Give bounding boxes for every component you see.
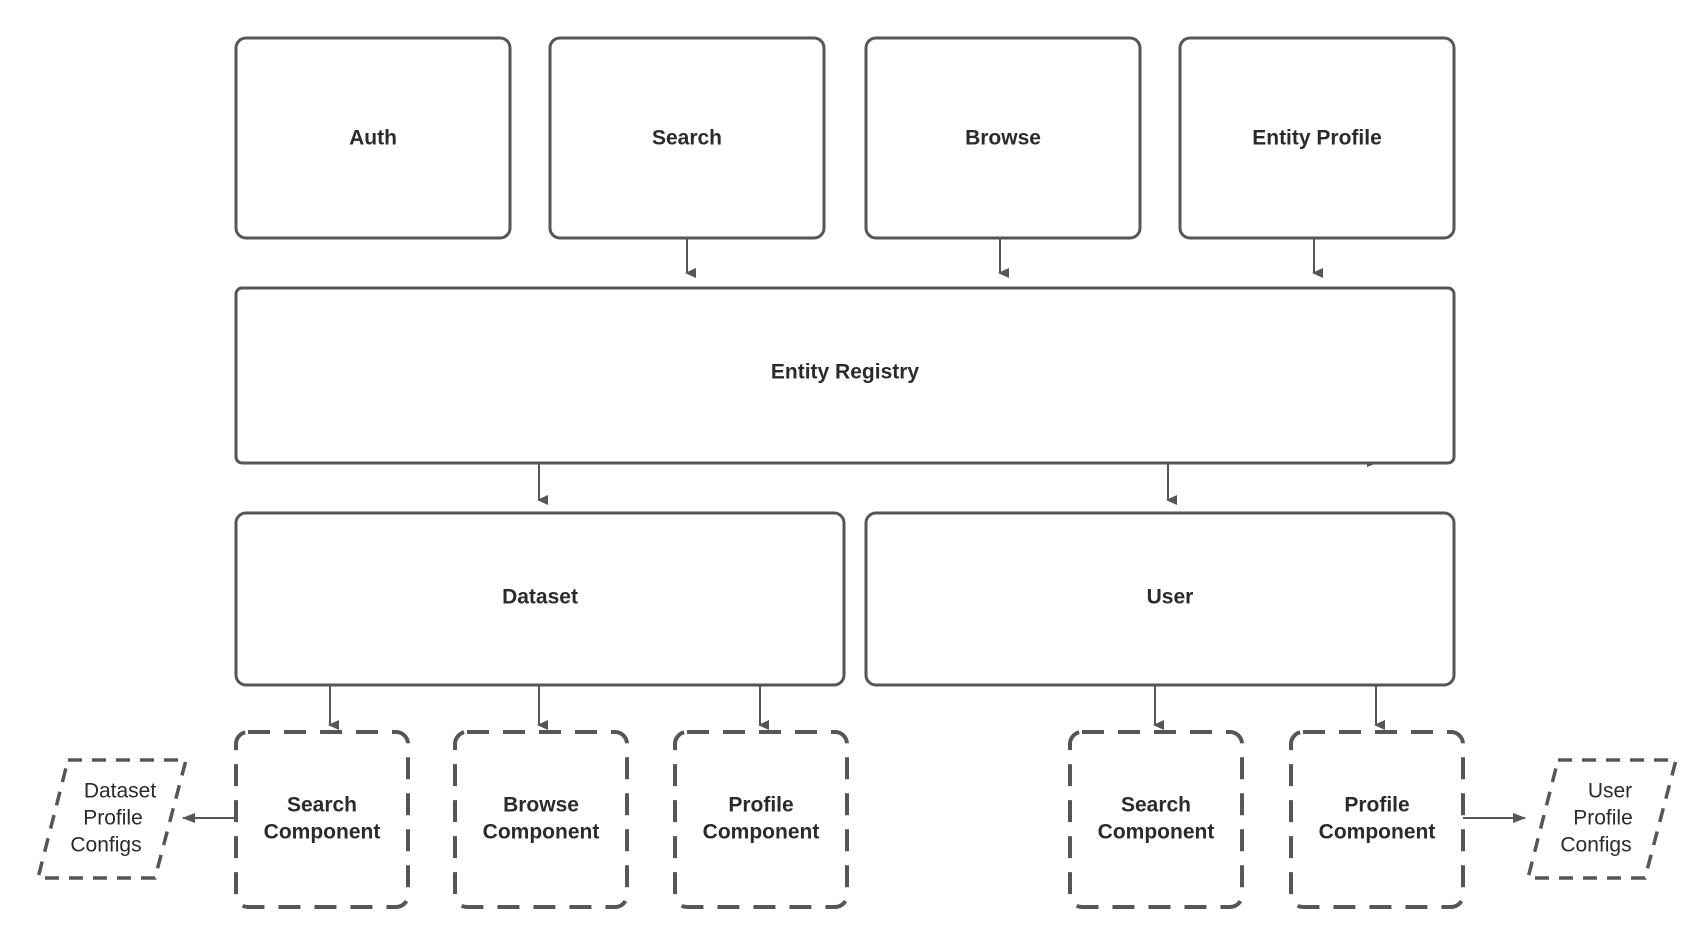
node-entity-registry[interactable]: Entity Registry bbox=[234, 286, 1456, 465]
user-profile-configs-shape[interactable] bbox=[1525, 758, 1679, 880]
dataset-label: Dataset bbox=[502, 586, 578, 609]
entity-registry-box[interactable] bbox=[234, 286, 1456, 465]
entity-profile-box[interactable] bbox=[1178, 36, 1456, 240]
browse-label: Browse bbox=[965, 127, 1041, 150]
user-profile-configs-label-line3: Configs bbox=[1560, 834, 1631, 857]
auth-box[interactable] bbox=[234, 36, 512, 240]
dataset-search-component-label-line1: Search bbox=[287, 794, 357, 817]
auth-label: Auth bbox=[349, 127, 397, 150]
node-dataset-search-component[interactable]: Search Component bbox=[234, 730, 410, 909]
user-profile-component-label-line2: Component bbox=[1319, 821, 1436, 844]
entity-profile-label: Entity Profile bbox=[1252, 127, 1382, 150]
dataset-profile-component-box[interactable] bbox=[673, 730, 849, 909]
user-profile-component-label-line1: Profile bbox=[1344, 794, 1409, 817]
search-label: Search bbox=[652, 127, 722, 150]
user-search-component-box[interactable] bbox=[1068, 730, 1244, 909]
node-dataset-browse-component[interactable]: Browse Component bbox=[453, 730, 629, 909]
node-entity-profile[interactable]: Entity Profile bbox=[1178, 36, 1456, 240]
node-user-search-component[interactable]: Search Component bbox=[1068, 730, 1244, 909]
dataset-profile-configs-label-line3: Configs bbox=[70, 834, 141, 857]
dataset-profile-configs-label-line1: Dataset bbox=[84, 780, 157, 803]
node-dataset[interactable]: Dataset bbox=[234, 511, 846, 687]
user-search-component-label-line1: Search bbox=[1121, 794, 1191, 817]
node-dataset-profile-configs[interactable]: Dataset Profile Configs bbox=[35, 758, 189, 880]
dataset-profile-configs-shape[interactable] bbox=[35, 758, 189, 880]
dataset-browse-component-box[interactable] bbox=[453, 730, 629, 909]
dataset-profile-component-label-line1: Profile bbox=[728, 794, 793, 817]
search-box[interactable] bbox=[548, 36, 826, 240]
node-user-profile-configs[interactable]: User Profile Configs bbox=[1525, 758, 1679, 880]
node-user-profile-component[interactable]: Profile Component bbox=[1289, 730, 1465, 909]
entity-registry-label: Entity Registry bbox=[771, 361, 920, 384]
dataset-profile-component-label-line2: Component bbox=[703, 821, 820, 844]
dataset-browse-component-label-line1: Browse bbox=[503, 794, 579, 817]
node-auth[interactable]: Auth bbox=[234, 36, 512, 240]
user-box[interactable] bbox=[864, 511, 1456, 687]
dataset-search-component-box[interactable] bbox=[234, 730, 410, 909]
dataset-box[interactable] bbox=[234, 511, 846, 687]
browse-box[interactable] bbox=[864, 36, 1142, 240]
user-search-component-label-line2: Component bbox=[1098, 821, 1215, 844]
node-browse[interactable]: Browse bbox=[864, 36, 1142, 240]
node-dataset-profile-component[interactable]: Profile Component bbox=[673, 730, 849, 909]
user-profile-configs-label-line2: Profile bbox=[1573, 807, 1633, 830]
node-search[interactable]: Search bbox=[548, 36, 826, 240]
user-profile-component-box[interactable] bbox=[1289, 730, 1465, 909]
user-label: User bbox=[1147, 586, 1194, 609]
dataset-profile-configs-label-line2: Profile bbox=[83, 807, 143, 830]
node-user[interactable]: User bbox=[864, 511, 1456, 687]
dataset-browse-component-label-line2: Component bbox=[483, 821, 600, 844]
dataset-search-component-label-line2: Component bbox=[264, 821, 381, 844]
user-profile-configs-label-line1: User bbox=[1588, 780, 1632, 803]
